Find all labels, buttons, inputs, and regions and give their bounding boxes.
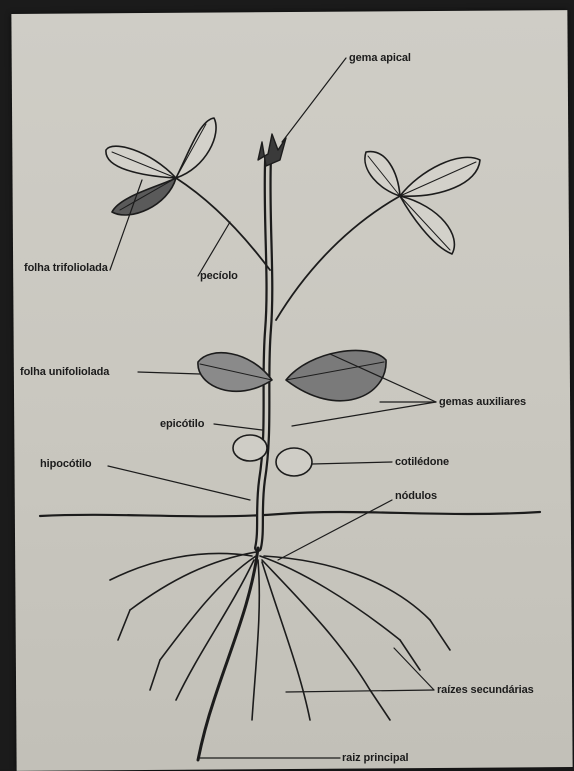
label-hipocotilo: hipocótilo	[40, 458, 92, 470]
right-trifoliate-leaf	[365, 152, 480, 254]
apical-bud	[258, 134, 286, 166]
petiole-left	[176, 178, 270, 270]
cotyledon-left	[233, 435, 267, 461]
label-epicotilo: epicótilo	[160, 418, 204, 430]
label-gemas-axilares: gemas auxiliares	[439, 396, 526, 408]
label-folha-trifoliolada: folha trifoliolada	[24, 262, 108, 274]
label-raiz-principal: raiz principal	[342, 752, 408, 764]
soil-line	[40, 512, 540, 516]
left-trifoliate-leaf	[106, 118, 216, 215]
label-gema-apical: gema apical	[349, 52, 411, 64]
cotyledon-right	[276, 448, 312, 476]
label-nodulos: nódulos	[395, 490, 437, 502]
unifoliolate-leaf-right	[286, 350, 386, 400]
petiole-right	[276, 196, 400, 320]
label-cotiledone: cotilédone	[395, 456, 449, 468]
label-peciolo: pecíolo	[200, 270, 238, 282]
label-folha-unifoliolada: folha unifoliolada	[20, 366, 109, 378]
label-raizes-secundarias: raízes secundárias	[437, 684, 534, 696]
